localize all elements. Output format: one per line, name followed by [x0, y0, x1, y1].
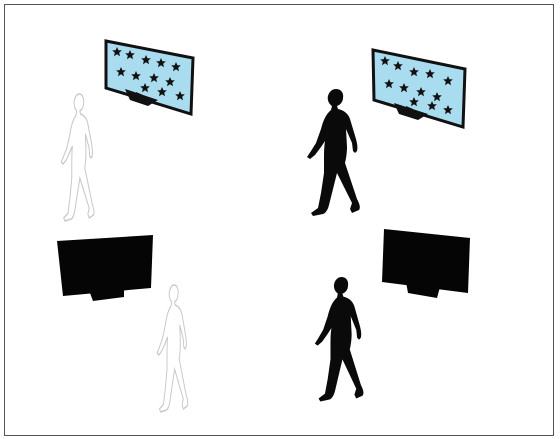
tv-on-top-right — [373, 50, 465, 127]
person-silhouette-bottom-right — [315, 277, 364, 401]
person-outline-bottom-left — [157, 285, 188, 412]
tv-on-top-left — [106, 41, 193, 114]
person-outline-top-left — [61, 94, 94, 221]
person-silhouette-top-right — [307, 89, 360, 216]
tv-off-bottom-left — [57, 235, 153, 301]
tv-off-bottom-right — [382, 229, 470, 298]
